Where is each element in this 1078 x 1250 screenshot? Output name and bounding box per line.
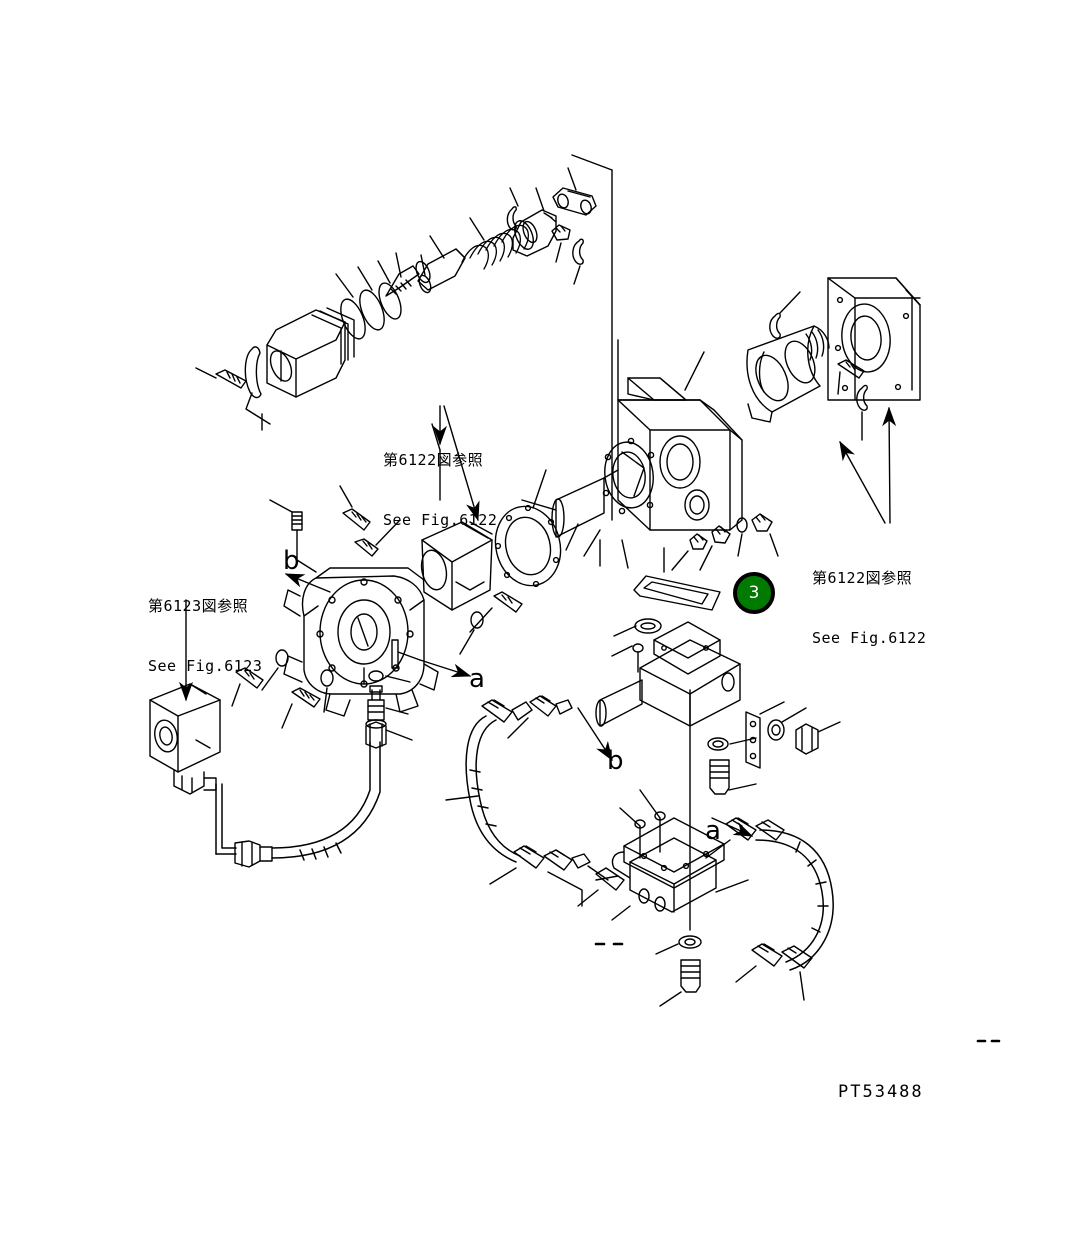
- section-marker-a-lower: a: [705, 816, 721, 846]
- drawing-part-number: PT53488: [838, 1082, 924, 1102]
- reference-label-fig6123-left: 第6123図参照 See Fig.6123: [148, 556, 262, 717]
- section-marker-a-upper: a: [469, 664, 485, 694]
- reference-label-jp: 第6122図参照: [812, 568, 913, 587]
- reference-label-en: See Fig.6122: [812, 629, 927, 648]
- reference-label-jp: 第6123図参照: [148, 596, 249, 615]
- reference-label-jp: 第6122図参照: [383, 450, 484, 469]
- reference-label-en: See Fig.6123: [148, 657, 263, 676]
- reference-label-fig6122-left: 第6122図参照 See Fig.6122: [383, 410, 497, 571]
- reference-label-fig6122-right: 第6122図参照 See Fig.6122: [812, 528, 926, 689]
- callout-marker-3[interactable]: 3: [733, 572, 775, 614]
- section-marker-b-lower: b: [607, 746, 624, 776]
- section-marker-b-upper: b: [283, 546, 300, 576]
- callout-number: 3: [748, 583, 760, 603]
- reference-label-en: See Fig.6122: [383, 511, 498, 530]
